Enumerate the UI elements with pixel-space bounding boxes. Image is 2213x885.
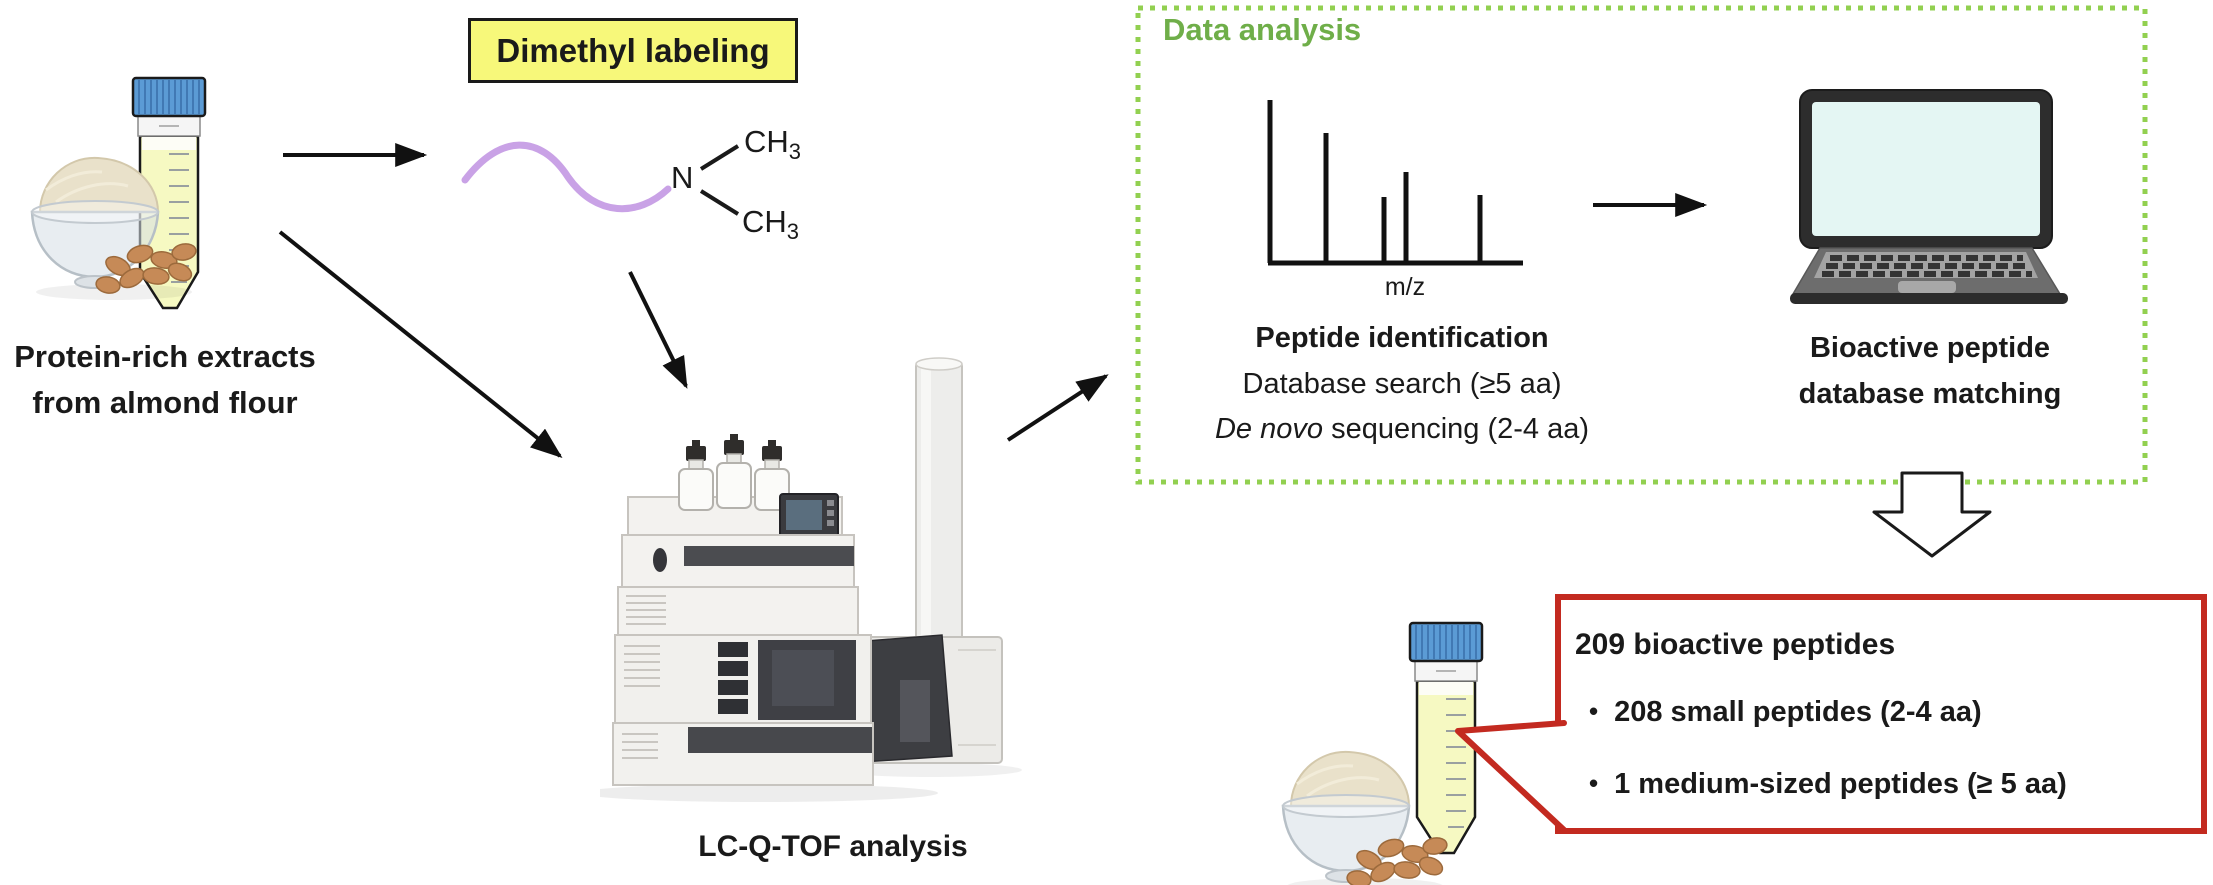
methyl-group-upper: CH3 xyxy=(744,124,801,165)
bond-lower xyxy=(699,189,740,216)
ch-text: CH xyxy=(744,124,789,159)
nitrogen-atom-label: N xyxy=(671,160,694,195)
mz-axis-label: m/z xyxy=(1385,273,1425,301)
dimethyl-structure xyxy=(461,141,740,216)
laptop-base-edge xyxy=(1790,293,2068,304)
data-analysis-panel-border xyxy=(1135,5,2148,485)
bioactive-matching-line2: database matching xyxy=(1798,378,2062,410)
results-bullet-1-text: 208 small peptides (2-4 aa) xyxy=(1614,696,1982,728)
results-bullet-1: • 208 small peptides (2-4 aa) xyxy=(1589,696,1982,729)
ch-subscript: 3 xyxy=(788,139,802,165)
spectrum-peaks xyxy=(1323,133,1483,263)
peptide-identification-title: Peptide identification xyxy=(1255,322,1549,354)
methyl-group-lower: CH3 xyxy=(742,204,799,245)
module-5-band xyxy=(688,727,872,753)
dimethyl-labeling-label: Dimethyl labeling xyxy=(496,31,770,69)
laptop-screen xyxy=(1812,102,2040,236)
module-4-vents xyxy=(624,645,660,687)
denovo-rest: sequencing (2-4 aa) xyxy=(1323,413,1590,445)
laptop-keys xyxy=(1822,255,2032,277)
data-analysis-title: Data analysis xyxy=(1163,12,1362,47)
module-5-vents xyxy=(622,733,658,759)
module-3-vents xyxy=(626,595,666,625)
hplc-stack xyxy=(612,434,874,786)
ch-text: CH xyxy=(742,204,787,239)
laptop-illustration xyxy=(1790,89,2068,304)
denovo-sequencing-line: De novo sequencing (2-4 aa) xyxy=(1215,413,1589,446)
solvent-bottles xyxy=(678,434,790,511)
database-search-line: Database search (≥5 aa) xyxy=(1242,368,1562,400)
ms-spectrum-sketch: m/z xyxy=(1267,100,1523,301)
lcqtof-instrument xyxy=(600,357,1022,802)
bullet-dot: • xyxy=(1589,768,1599,798)
block-down-arrow-shape xyxy=(1872,471,1992,558)
control-display xyxy=(779,493,839,541)
peptide-squiggle xyxy=(461,141,672,213)
callout-tail-shape xyxy=(1455,720,1567,833)
laptop-trackpad xyxy=(1898,281,1956,293)
block-down-arrow xyxy=(1872,471,1992,558)
module-4-drawers xyxy=(718,642,748,714)
protein-extracts-line1: Protein-rich extracts xyxy=(14,339,316,374)
denovo-italic: De novo xyxy=(1214,413,1324,445)
column-cylinder xyxy=(915,357,963,647)
instrument-shadow xyxy=(600,784,938,802)
protein-extracts-line2: from almond flour xyxy=(32,385,298,420)
bond-upper xyxy=(699,144,740,171)
module-2-handle xyxy=(653,548,667,572)
ms-shadow xyxy=(838,763,1022,777)
results-title: 209 bioactive peptides xyxy=(1575,628,1896,661)
dimethyl-labeling-box: Dimethyl labeling xyxy=(468,18,798,83)
mass-spectrometer xyxy=(849,634,1003,764)
ch-subscript: 3 xyxy=(786,219,800,245)
protein-extracts-label: Protein-rich extracts from almond flour xyxy=(14,334,316,426)
green-dashed-border xyxy=(1135,5,2148,485)
results-box: 209 bioactive peptides • 208 small peptid… xyxy=(1555,594,2207,834)
results-bullet-2: • 1 medium-sized peptides (≥ 5 aa) xyxy=(1589,768,2067,801)
results-bullet-2-text: 1 medium-sized peptides (≥ 5 aa) xyxy=(1614,768,2067,800)
bullet-dot: • xyxy=(1589,696,1599,726)
module-2-band xyxy=(684,546,854,566)
module-4-window-inner xyxy=(772,650,834,706)
results-callout-tail xyxy=(1455,720,1567,833)
bioactive-matching-line1: Bioactive peptide xyxy=(1809,332,2051,364)
almond-flour-bowl-top xyxy=(22,150,232,305)
lcqtof-label: LC-Q-TOF analysis xyxy=(698,830,968,863)
